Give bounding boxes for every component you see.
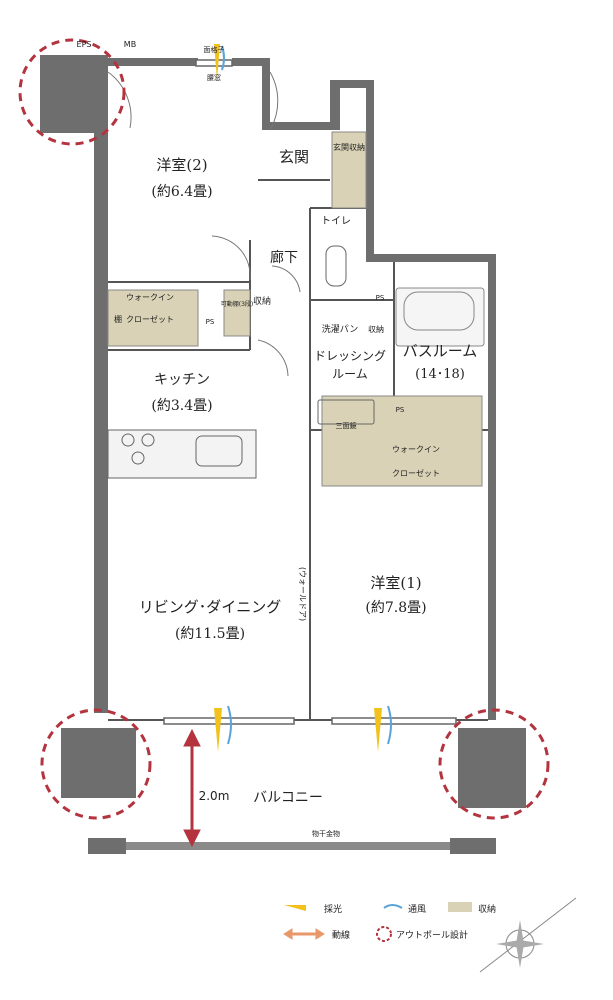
- washbasin-icon: [317, 399, 375, 425]
- storage-tag-label: 収納: [368, 324, 384, 334]
- legend-outpole-label: アウトポール設計: [396, 929, 468, 941]
- walkin1-closet-label: クローゼット: [392, 468, 440, 478]
- entrance-storage: [331, 131, 367, 209]
- gas-stove-icon: [121, 433, 155, 465]
- western1-name: 洋室(1): [370, 574, 421, 592]
- dressing-label-2: ルーム: [332, 367, 368, 381]
- lattice-label: 面格子: [204, 45, 225, 54]
- kitchen-counter: [107, 429, 257, 479]
- small-storage-label: 収納: [253, 295, 271, 307]
- dressing-label-1: ドレッシング: [314, 349, 386, 363]
- legend-flow-label: 動線: [332, 929, 350, 941]
- legend-marks: [283, 902, 472, 942]
- balcony-depth-arrow: [183, 728, 201, 848]
- mb-label: MB: [124, 40, 136, 49]
- movable-shelf-label: 可動棚(3段): [221, 300, 254, 308]
- kitchen-name: キッチン: [154, 372, 210, 388]
- outpole-legend-icon: [376, 926, 392, 942]
- legend-storage-label: 収納: [478, 903, 496, 915]
- door-swings: [107, 71, 301, 377]
- toilet-label: トイレ: [321, 216, 351, 227]
- living-size: (約11.5畳): [175, 626, 245, 642]
- sink-icon: [195, 435, 243, 467]
- wind-legend-icon: [383, 904, 403, 909]
- western1-size: (約7.8畳): [365, 600, 426, 616]
- balcony-depth-label: 2.0m: [199, 789, 230, 803]
- outpole-markers: [18, 38, 550, 820]
- washpan-label: 洗濯パン: [322, 323, 358, 335]
- walkin-closet-2: [107, 289, 199, 347]
- storage-areas: [107, 131, 483, 487]
- laundry-rod-label: 物干金物: [312, 829, 340, 838]
- storage-legend-icon: [448, 902, 472, 912]
- labels: 洋室(2) (約6.4畳) 玄関 玄関収納 トイレ 廊下 収納 ウォークイン ク…: [77, 40, 497, 941]
- entrance-storage-label: 玄関収納: [333, 142, 365, 152]
- ps-label-2: PS: [376, 294, 385, 302]
- light-legend-icon: [284, 905, 306, 911]
- legend-light-label: 採光: [324, 903, 342, 915]
- shelf-label: 棚: [114, 314, 122, 324]
- bathtub-icon: [395, 287, 485, 347]
- shelf-storage: [223, 289, 251, 337]
- western2-name: 洋室(2): [156, 156, 207, 174]
- living-name: リビング･ダイニング: [139, 598, 282, 616]
- legend-wind-label: 通風: [408, 904, 426, 915]
- corridor-label: 廊下: [270, 249, 298, 266]
- window-label: 腰窓: [207, 73, 221, 82]
- compass-icon: [479, 897, 577, 973]
- flow-legend-icon: [283, 928, 325, 940]
- entrance-label: 玄関: [279, 148, 309, 166]
- three-mirror-label: 三面鏡: [336, 421, 357, 430]
- bath-name: バスルーム: [403, 342, 478, 360]
- eps-label: EPS: [77, 40, 92, 49]
- walls: [40, 55, 526, 854]
- ps-label-1: PS: [206, 318, 215, 326]
- wall-door-label: (ウォールドア): [298, 567, 307, 621]
- kitchen-size: (約3.4畳): [151, 398, 212, 414]
- windows: [163, 59, 457, 725]
- walkin2-closet-label: クローゼット: [126, 314, 174, 324]
- walkin2-label: ウォークイン: [126, 293, 174, 302]
- toilet-icon: [325, 245, 347, 287]
- ps-label-3: PS: [396, 406, 405, 414]
- western2-size: (約6.4畳): [151, 184, 212, 200]
- balcony-label: バルコニー: [253, 790, 323, 806]
- walkin-closet-1: [321, 395, 483, 487]
- light-wind-marks: [214, 44, 392, 752]
- bath-size: (14･18): [415, 367, 465, 382]
- walkin1-label: ウォークイン: [392, 445, 440, 454]
